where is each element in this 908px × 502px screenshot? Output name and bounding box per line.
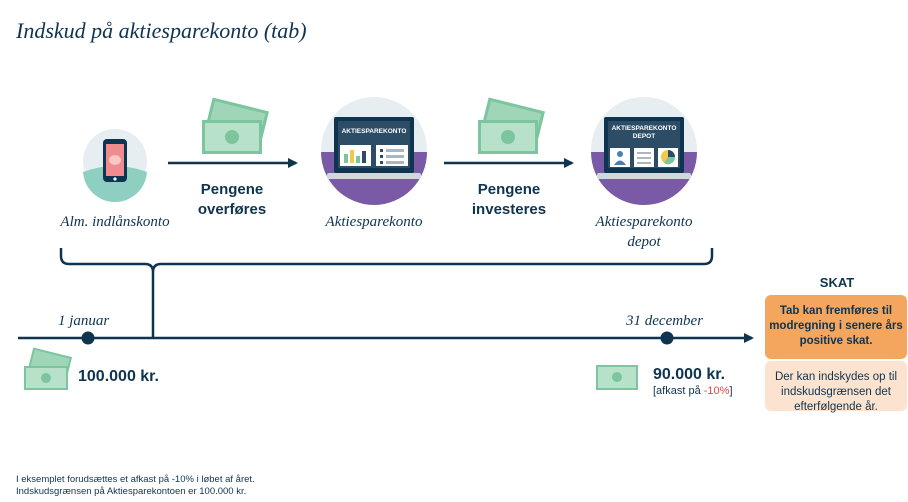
start-date: 1 januar (58, 313, 110, 329)
arrow-label-investeres: Pengene investeres (471, 181, 547, 218)
end-date: 31 december (626, 313, 704, 329)
afkast-note: [afkast på -10%] (653, 385, 733, 397)
footnote: Indskudsgrænsen på Aktiesparekontoen er … (16, 486, 247, 497)
money-icon (202, 97, 270, 154)
timeline-end-dot (660, 331, 674, 345)
start-amount: 100.000 kr. (78, 368, 159, 385)
footnote: I eksemplet forudsættes et afkast på -10… (16, 474, 255, 485)
timeline-start-dot (81, 331, 95, 345)
afkast-prefix: [afkast på (653, 385, 704, 397)
money-icon (24, 347, 73, 390)
skat-contribution-box: Der kan indskydes op til indskudsgrænsen… (765, 361, 907, 413)
step-caption-alm-indlanskonto: Alm. indlånskonto (60, 214, 170, 230)
laptop-screen-label: AKTIESPAREKONTO (341, 128, 407, 135)
skat-loss-carryforward-box: Tab kan fremføres til modregning i sener… (765, 295, 907, 359)
smartphone-piggybank-icon (83, 129, 147, 202)
step-caption-aktiesparekonto: Aktiesparekonto (325, 214, 423, 230)
laptop-screen-label: AKTIESPAREKONTO DEPOT (611, 125, 677, 140)
money-icon (478, 97, 546, 154)
laptop-account-icon (321, 97, 427, 205)
end-amount: 90.000 kr. (653, 366, 726, 383)
laptop-depot-icon (591, 97, 697, 205)
afkast-suffix: ] (729, 385, 733, 397)
afkast-value: -10% (703, 385, 730, 397)
arrow-label-overfores: Pengene overføres (197, 181, 267, 218)
skat-title: SKAT (819, 275, 855, 290)
step-caption-aktiesparekonto-depot: Aktiesparekonto depot (595, 214, 693, 250)
brace (59, 248, 714, 338)
page-title: Indskud på aktiesparekonto (tab) (16, 18, 307, 43)
money-icon (596, 365, 638, 390)
